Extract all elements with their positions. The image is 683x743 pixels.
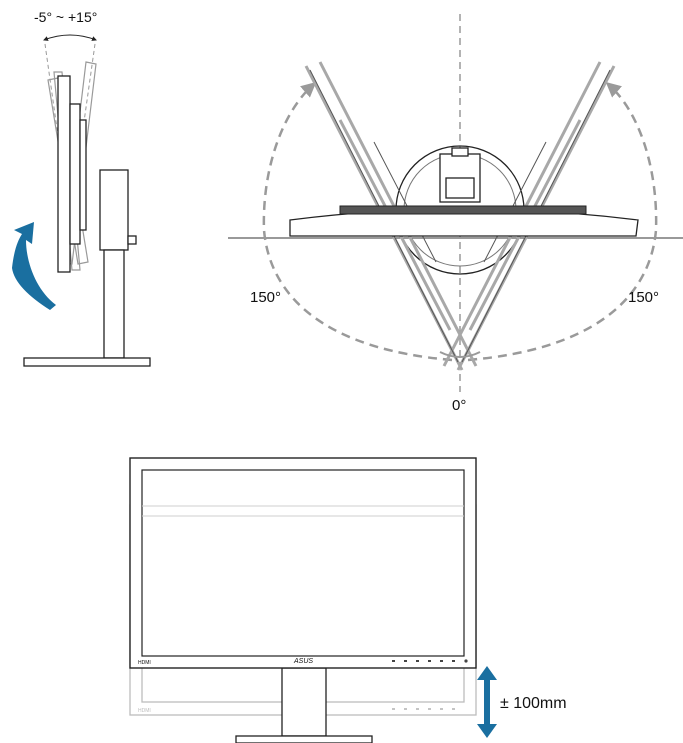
tilt-view: -5° ~ +15° [12,9,151,367]
swivel-center-label: 0° [452,397,466,414]
height-view: HDMI [129,457,567,743]
front-stand [235,667,373,743]
swivel-view: 150° 150° 0° [228,14,683,414]
swivel-right-label: 150° [628,289,659,306]
bezel-brand-logo: ASUS [293,658,313,665]
bezel-buttons [392,659,468,663]
bezel-port-label: HDMI [138,660,151,666]
ghost-bezel-buttons [392,708,455,710]
tilt-range-label: -5° ~ +15° [34,9,97,25]
stand-neck-top [439,147,481,203]
height-adjust-arrow [477,666,497,738]
swivel-left-label: 150° [250,289,281,306]
panel-side-view [57,75,87,273]
stand-side-view [23,169,151,367]
svg-text:HDMI: HDMI [138,708,151,714]
tilt-arc [43,34,97,41]
height-adjust-label: ± 100mm [500,695,567,712]
monitor-front-view [129,457,477,669]
tilt-direction-arrow [12,222,56,310]
